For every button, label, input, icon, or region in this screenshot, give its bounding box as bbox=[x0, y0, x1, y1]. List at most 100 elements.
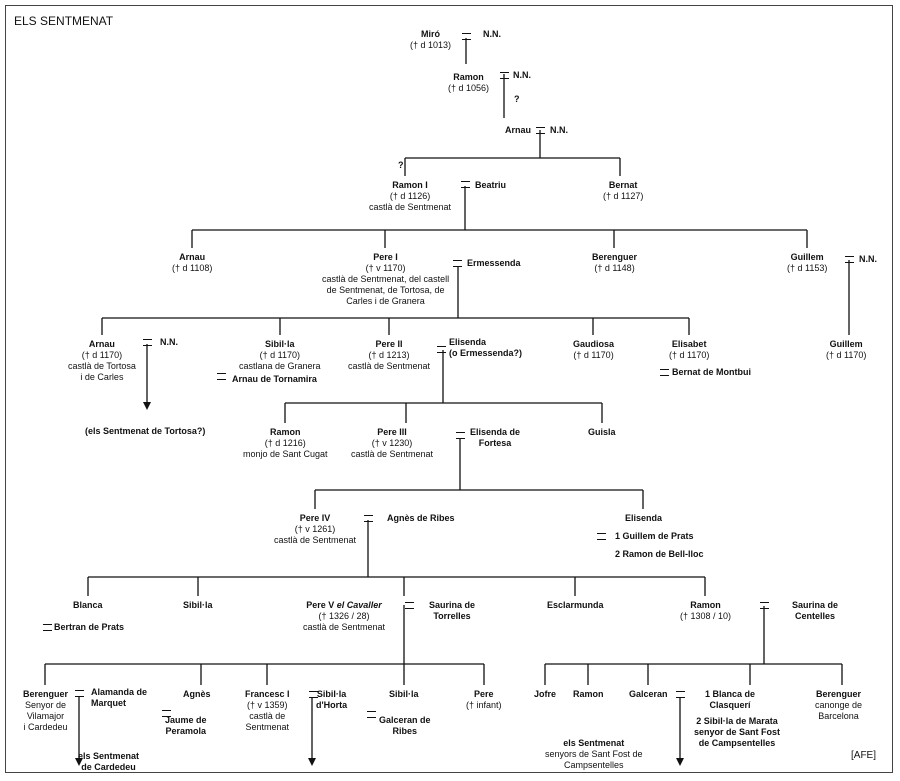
marriage-icon bbox=[462, 33, 471, 40]
spouse-node: Bernat de Montbui bbox=[672, 367, 751, 378]
spouse-line: Peramola bbox=[165, 726, 207, 736]
person-name: Guillem bbox=[787, 252, 827, 263]
spouse-line: Agnès de Ribes bbox=[387, 513, 455, 523]
person-name: Ramon bbox=[448, 72, 489, 83]
person-name-text: Sibil·la bbox=[389, 689, 419, 699]
person-name-text: Arnau bbox=[88, 339, 115, 349]
person-name: Pere I bbox=[322, 252, 449, 263]
person-name: Ramon bbox=[573, 689, 604, 700]
person-name: Sibil·la bbox=[389, 689, 419, 700]
person-node: Jofre bbox=[534, 689, 556, 700]
person-name: Jofre bbox=[534, 689, 556, 700]
spouse-node: Agnès de Ribes bbox=[387, 513, 455, 524]
person-node: Guillem(† d 1170) bbox=[826, 339, 866, 361]
person-node: Agnès bbox=[183, 689, 211, 700]
diagram-title: ELS SENTMENAT bbox=[14, 14, 114, 28]
person-name: Pere IV bbox=[274, 513, 356, 524]
descendant-note-line: els Sentmenat bbox=[563, 738, 625, 748]
spouse-line: N.N. bbox=[160, 337, 178, 347]
person-name-text: Ramon I bbox=[392, 180, 428, 190]
person-name-text: Sibil·la bbox=[265, 339, 295, 349]
marriage-icon bbox=[75, 690, 84, 697]
person-name-text: Berenguer bbox=[816, 689, 862, 699]
person-name-text: Arnau bbox=[179, 252, 206, 262]
person-name: Guisla bbox=[588, 427, 616, 438]
person-name-text: Guillem bbox=[790, 252, 824, 262]
person-detail: castlana de Granera bbox=[239, 361, 321, 371]
person-detail: Vilamajor bbox=[26, 711, 65, 721]
spouse-line: Sibil·la bbox=[316, 689, 347, 699]
marriage-icon bbox=[760, 602, 769, 609]
descendant-note-line: de Cardedeu bbox=[81, 762, 136, 772]
person-node: Guillem(† d 1153) bbox=[787, 252, 827, 274]
person-name: Miró bbox=[410, 29, 451, 40]
person-detail: († d 1216) bbox=[264, 438, 306, 448]
person-node: Pere I(† v 1170)castlà de Sentmenat, del… bbox=[322, 252, 449, 307]
person-name: Agnès bbox=[183, 689, 211, 700]
spouse-line: 1 Blanca de bbox=[705, 689, 756, 699]
person-node: Arnau bbox=[505, 125, 531, 136]
person-name: Bernat bbox=[603, 180, 643, 191]
person-node: Bernat(† d 1127) bbox=[603, 180, 643, 202]
person-node: Sibil·la(† d 1170)castlana de Granera bbox=[239, 339, 321, 372]
person-detail: († d 1170) bbox=[669, 350, 710, 360]
person-epithet: el Cavaller bbox=[336, 600, 382, 610]
person-name: Pere bbox=[466, 689, 502, 700]
person-name-text: Esclarmunda bbox=[547, 600, 604, 610]
person-node: Pere III(† v 1230)castlà de Sentmenat bbox=[351, 427, 433, 460]
marriage-icon bbox=[456, 432, 465, 439]
person-node: Berenguer(† d 1148) bbox=[592, 252, 637, 274]
marriage-icon bbox=[453, 260, 462, 267]
descendant-note-line: els Sentmenat bbox=[78, 751, 140, 761]
person-name-text: Galceran bbox=[629, 689, 668, 699]
person-node: Pere(† infant) bbox=[466, 689, 502, 711]
person-detail: i Cardedeu bbox=[23, 722, 68, 732]
person-name-text: Blanca bbox=[73, 600, 103, 610]
person-node: Ramon(† d 1216)monjo de Sant Cugat bbox=[243, 427, 328, 460]
spouse-line: Alamanda de bbox=[91, 687, 148, 697]
person-detail: de Sentmenat, de Tortosa, de bbox=[326, 285, 445, 295]
person-name-text: Pere V bbox=[306, 600, 335, 610]
person-name-text: Ramon bbox=[690, 600, 721, 610]
person-name: Pere II bbox=[348, 339, 430, 350]
descendant-note-line: Campsentelles bbox=[564, 760, 624, 770]
person-name-text: Berenguer bbox=[23, 689, 69, 699]
spouse-node: 2 Ramon de Bell-lloc bbox=[615, 549, 704, 560]
person-node: Ramon I(† d 1126)castlà de Sentmenat bbox=[369, 180, 451, 213]
person-name: Berenguer bbox=[815, 689, 862, 700]
person-name: Guillem bbox=[826, 339, 866, 350]
marriage-icon bbox=[500, 72, 509, 79]
person-name-text: Pere II bbox=[375, 339, 403, 349]
marriage-icon bbox=[364, 515, 373, 522]
spouse-node: Elisenda(o Ermessenda?) bbox=[449, 337, 522, 359]
uncertain-mark: ? bbox=[514, 94, 520, 104]
person-detail: († 1308 / 10) bbox=[680, 611, 732, 621]
person-name-text: Sibil·la bbox=[183, 600, 213, 610]
marriage-icon bbox=[536, 127, 545, 134]
spouse-line: (o Ermessenda?) bbox=[449, 348, 523, 358]
person-detail: castlà de Sentmenat bbox=[369, 202, 452, 212]
person-node: Elisabet(† d 1170) bbox=[669, 339, 709, 361]
person-detail: († d 1126) bbox=[389, 191, 431, 201]
person-detail: castlà de Sentmenat bbox=[303, 622, 386, 632]
person-detail: i de Carles bbox=[80, 372, 124, 382]
marriage-icon bbox=[43, 624, 52, 631]
person-detail: († d 1056) bbox=[448, 83, 490, 93]
person-name: Blanca bbox=[73, 600, 103, 611]
spouse-line: Beatriu bbox=[475, 180, 507, 190]
spouse-node: Ermessenda bbox=[467, 258, 521, 269]
person-name: Sibil·la bbox=[239, 339, 321, 350]
spouse-line: Ermessenda bbox=[467, 258, 521, 268]
person-detail: († d 1170) bbox=[573, 350, 614, 360]
marriage-icon bbox=[309, 691, 318, 698]
marriage-icon bbox=[845, 256, 854, 263]
